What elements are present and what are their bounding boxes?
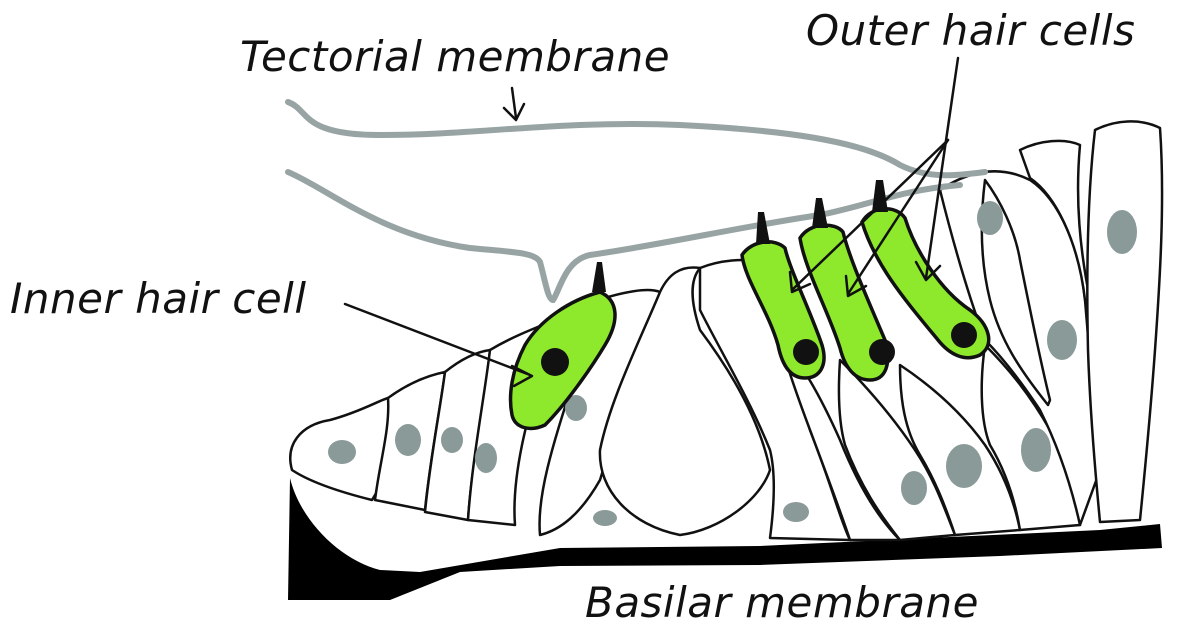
outer-hair-cells-pointer bbox=[916, 58, 958, 280]
nucleus bbox=[1021, 428, 1051, 472]
nucleus bbox=[783, 502, 809, 522]
outer-hair-cell-nucleus bbox=[869, 339, 895, 365]
nucleus bbox=[946, 444, 982, 488]
nucleus bbox=[593, 510, 617, 526]
basilar-membrane-label: Basilar membrane bbox=[585, 582, 979, 624]
nucleus bbox=[475, 443, 497, 473]
nucleus bbox=[977, 201, 1003, 235]
stereocilia bbox=[756, 212, 770, 244]
outer-hair-cell-nucleus bbox=[793, 339, 819, 365]
inner-hair-cell-nucleus bbox=[541, 348, 569, 376]
nucleus bbox=[328, 440, 356, 464]
claudius-cell bbox=[1087, 121, 1162, 522]
outer-hair-cells-label: Outer hair cells bbox=[806, 10, 1135, 52]
nucleus bbox=[1107, 210, 1137, 254]
outer-hair-cell-nucleus bbox=[951, 322, 977, 348]
nucleus bbox=[441, 427, 463, 453]
nucleus bbox=[1047, 320, 1077, 360]
nucleus bbox=[395, 424, 421, 456]
tectorial-arrow bbox=[504, 88, 524, 120]
supporting-cells bbox=[290, 121, 1162, 540]
nucleus bbox=[901, 471, 927, 505]
stereocilia bbox=[592, 262, 606, 292]
tectorial-membrane-upper bbox=[288, 102, 985, 175]
inner-hair-cell-label: Inner hair cell bbox=[10, 278, 307, 320]
tectorial-membrane-label: Tectorial membrane bbox=[240, 36, 670, 78]
